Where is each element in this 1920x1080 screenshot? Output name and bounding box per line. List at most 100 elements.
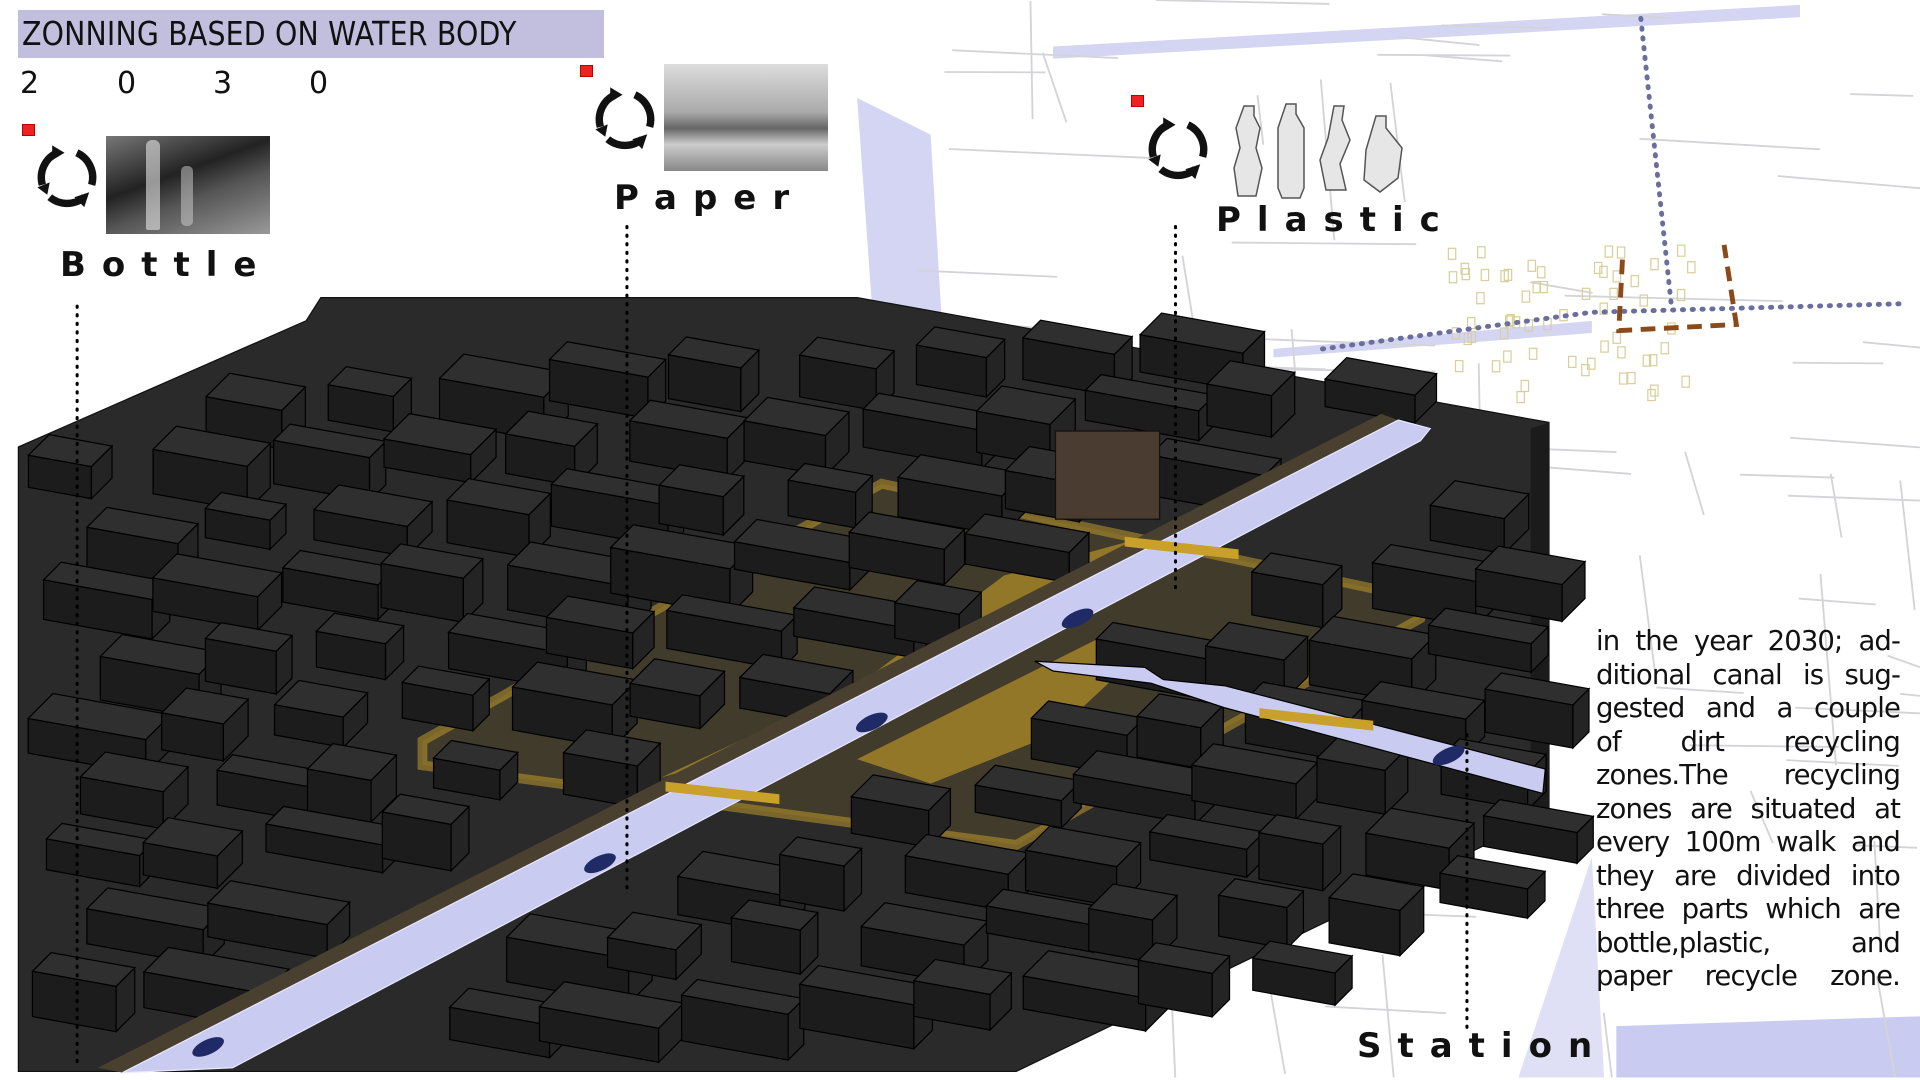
building-roof xyxy=(281,549,397,586)
building-roof xyxy=(42,561,172,601)
building-roof xyxy=(738,653,855,695)
building-roof xyxy=(1360,680,1486,720)
building-roof xyxy=(606,911,703,951)
year-digit: 2 xyxy=(20,66,40,101)
street-line xyxy=(1041,52,1068,123)
recycle-icon xyxy=(30,138,104,212)
parcel xyxy=(1648,354,1658,367)
building xyxy=(667,336,761,414)
building-roof xyxy=(85,506,200,545)
parcel xyxy=(1532,281,1542,294)
building xyxy=(79,751,190,831)
zone-label-bottle: Bottle xyxy=(60,245,273,285)
bottle-icon xyxy=(1277,103,1305,199)
parcel xyxy=(1499,327,1509,340)
building xyxy=(1084,374,1216,443)
building xyxy=(798,965,934,1051)
route-dotted-line xyxy=(1638,15,1674,309)
parcel xyxy=(1676,288,1686,302)
parcel xyxy=(1503,350,1512,363)
building-roof xyxy=(401,665,491,696)
building-roof xyxy=(1483,672,1591,706)
building xyxy=(963,513,1091,585)
street-line xyxy=(1601,13,1672,20)
building-roof xyxy=(272,423,388,459)
building xyxy=(786,462,874,530)
description-line: bottle,plastic, and xyxy=(1596,926,1901,959)
site-boundary xyxy=(1616,244,1740,334)
parcel xyxy=(1604,245,1614,258)
street-line xyxy=(1170,999,1177,1078)
building xyxy=(665,594,799,671)
building-roof xyxy=(850,774,952,812)
description-line: paper recycle zone. xyxy=(1596,960,1901,992)
boat xyxy=(855,712,888,733)
parcel xyxy=(1681,375,1690,388)
building xyxy=(915,326,1006,399)
building-roof xyxy=(963,513,1091,554)
building xyxy=(160,687,250,763)
building-roof xyxy=(141,817,244,857)
parcel xyxy=(1521,290,1531,303)
building-roof xyxy=(1427,607,1550,645)
parcel xyxy=(1520,379,1530,393)
parcel xyxy=(1491,360,1501,373)
building xyxy=(326,366,413,434)
parcel xyxy=(1616,246,1626,259)
boat xyxy=(1061,608,1094,629)
street-line xyxy=(1788,494,1920,502)
building xyxy=(401,665,491,733)
street-line xyxy=(1602,1012,1613,1078)
building xyxy=(1427,607,1550,674)
parcel xyxy=(1567,355,1577,368)
canal-bank xyxy=(97,413,1399,1073)
parcel xyxy=(1460,262,1470,275)
building-roof xyxy=(206,880,351,926)
street-line xyxy=(1684,451,1705,516)
parcel xyxy=(1581,364,1590,377)
building-roof xyxy=(1205,360,1296,397)
building-roof xyxy=(326,366,413,398)
building-roof xyxy=(445,477,552,516)
street-line xyxy=(1777,175,1920,190)
building xyxy=(628,658,726,731)
building-roof xyxy=(609,524,754,570)
building xyxy=(1323,356,1438,425)
building xyxy=(1250,552,1344,630)
building xyxy=(1438,855,1547,920)
street-line xyxy=(1790,436,1920,449)
parcel xyxy=(1477,246,1486,259)
parcel xyxy=(1639,294,1649,307)
building-roof xyxy=(562,729,662,767)
zone-label-station: Station xyxy=(1357,1026,1609,1066)
zone-label-paper: Paper xyxy=(614,178,806,218)
year-digit: 0 xyxy=(117,66,137,101)
building-roof xyxy=(628,399,750,439)
street-line xyxy=(1875,975,1897,1078)
street-line xyxy=(952,49,1118,60)
leader-lines xyxy=(75,225,1469,1067)
building-roof xyxy=(1024,825,1142,868)
parcel xyxy=(1503,268,1513,281)
building-roof xyxy=(1257,814,1342,845)
parcel xyxy=(1609,287,1618,301)
parcel xyxy=(1505,315,1514,328)
building xyxy=(141,817,244,890)
parcel xyxy=(1451,327,1461,340)
building xyxy=(1087,883,1179,964)
street-line xyxy=(1256,95,1265,145)
description-line: every 100m walk and xyxy=(1596,826,1901,858)
building xyxy=(204,491,288,551)
building xyxy=(1483,672,1591,750)
building-roof xyxy=(548,341,667,378)
bottle-shape xyxy=(146,140,160,230)
building-roof xyxy=(1135,693,1225,729)
building-roof xyxy=(151,425,272,467)
parcel xyxy=(1612,270,1622,283)
building-roof xyxy=(312,484,434,528)
description-text: in the year 2030; ad- ditional canal is … xyxy=(1596,625,1901,994)
building xyxy=(545,595,656,671)
parcel xyxy=(1593,261,1603,275)
street-line xyxy=(948,148,1156,160)
